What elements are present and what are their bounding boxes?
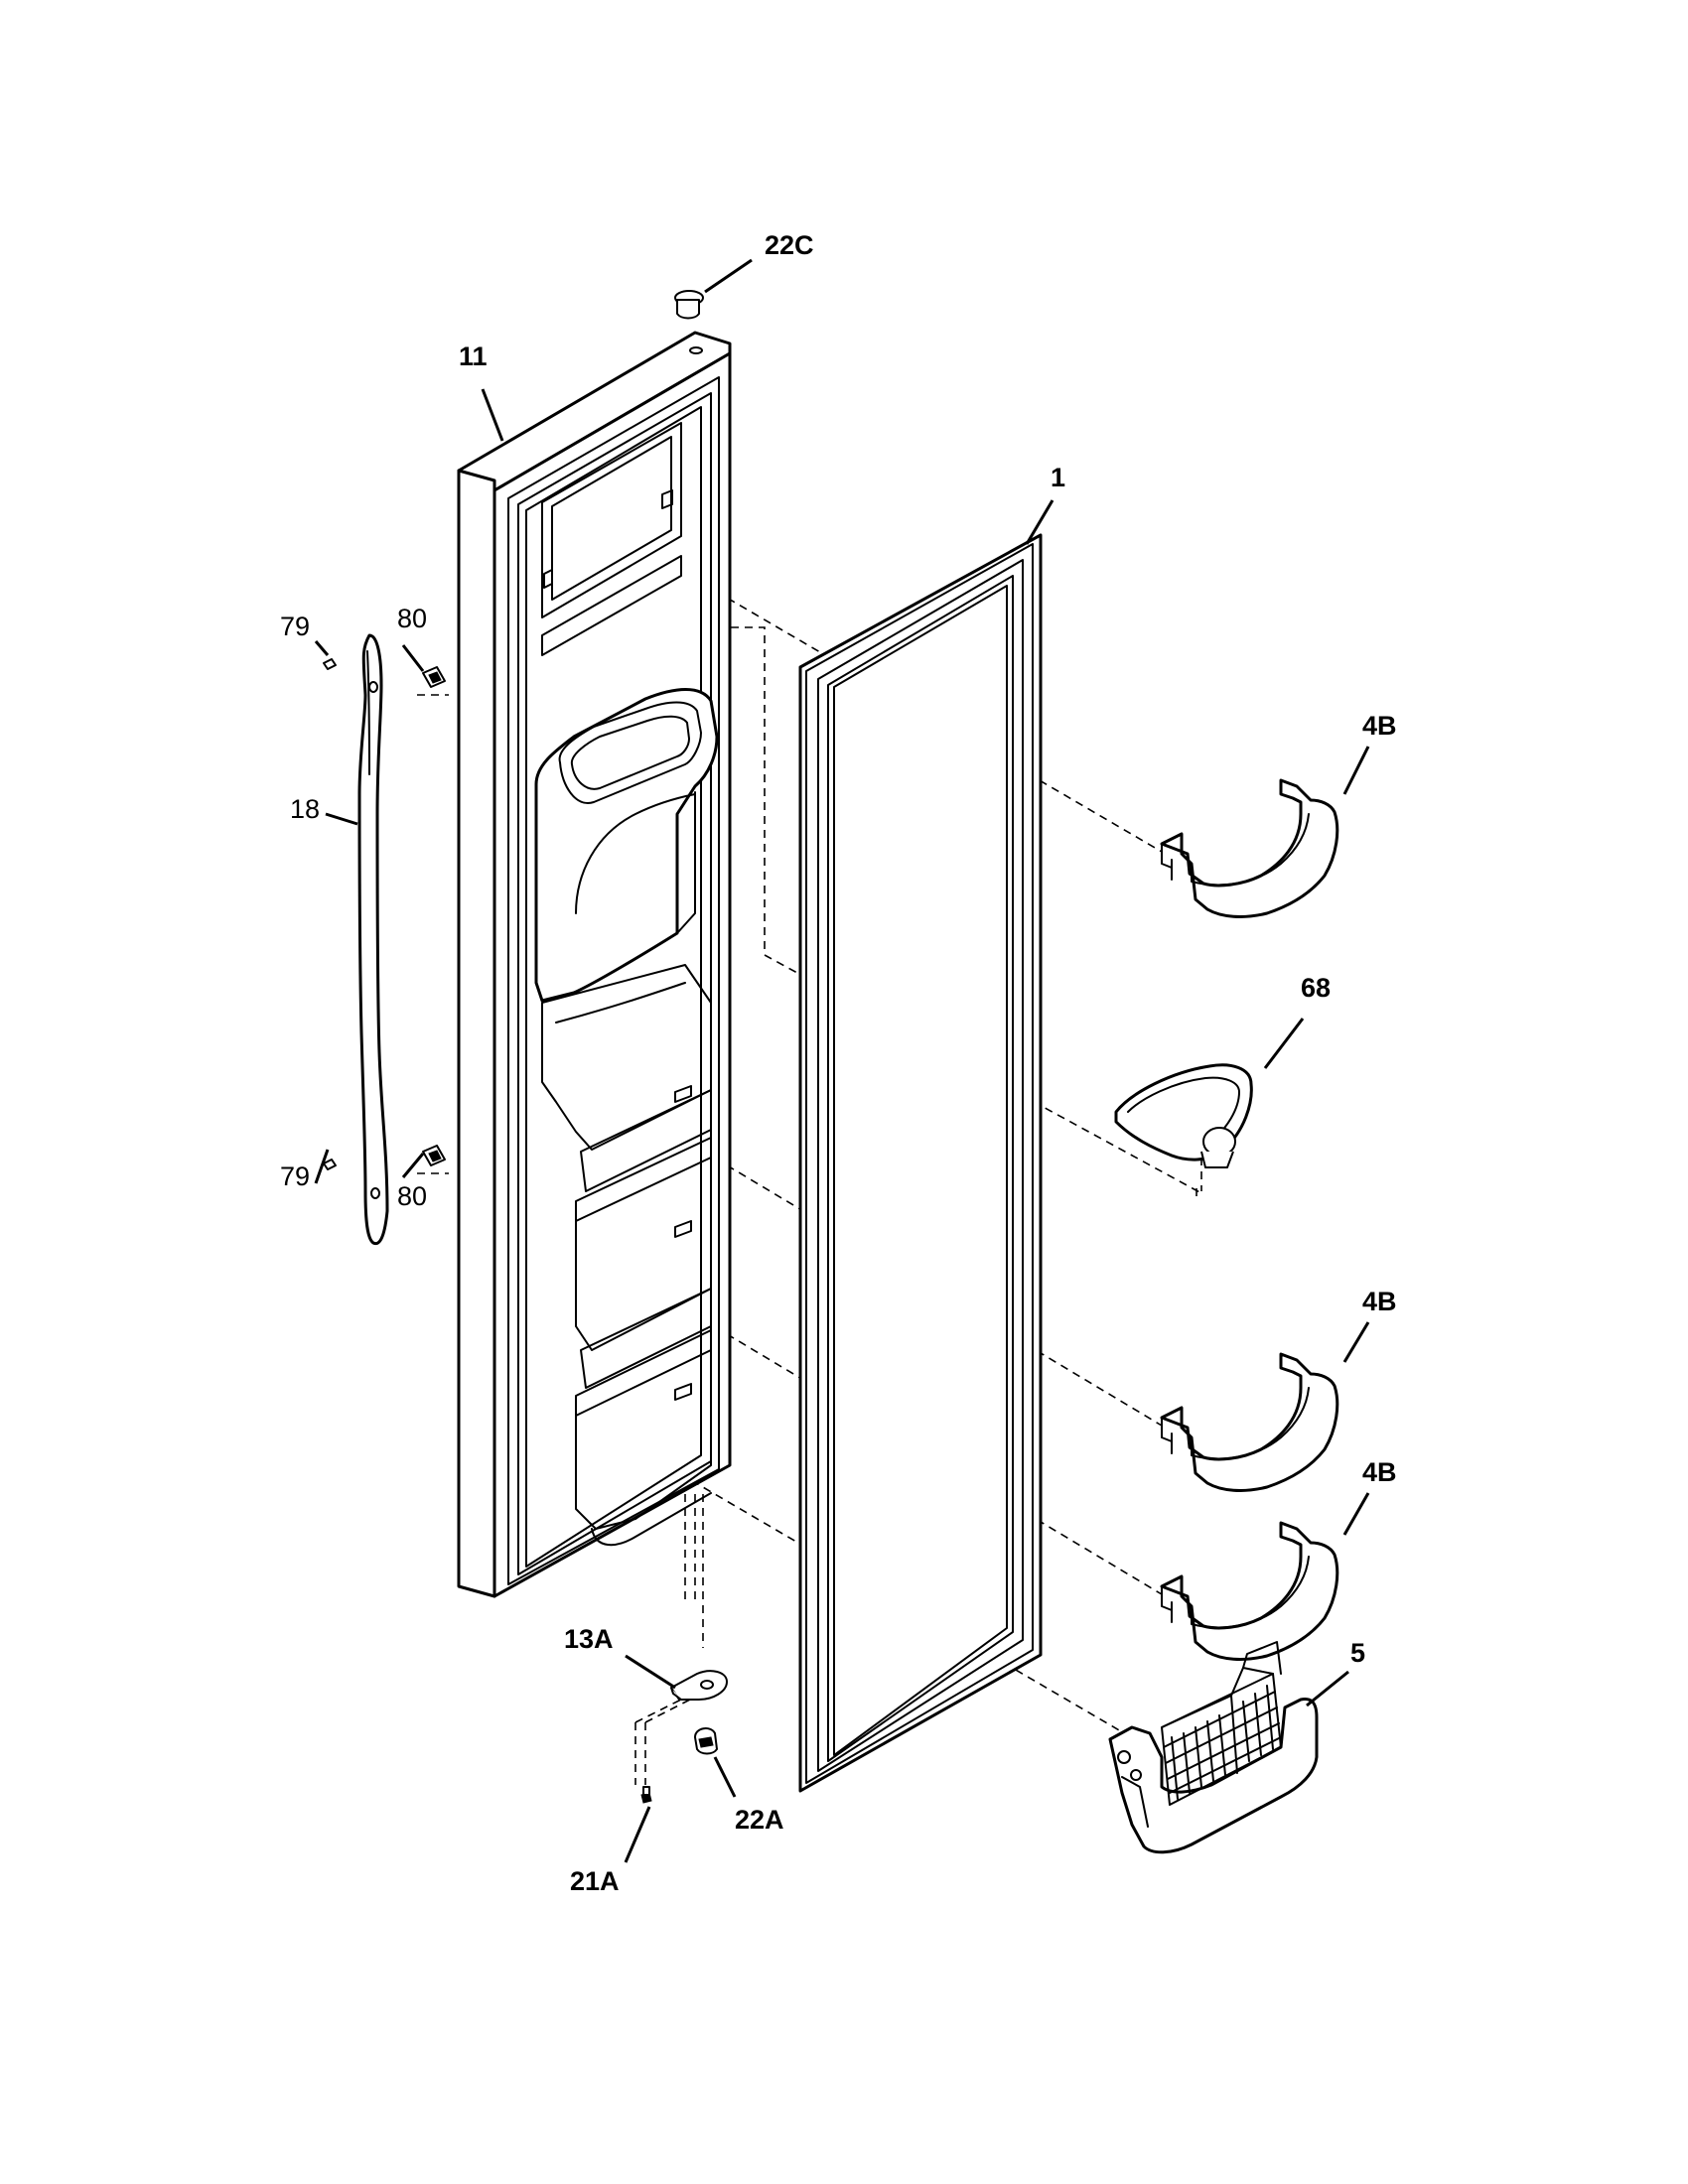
handle-screws (323, 658, 337, 1170)
basket-bin (1108, 1641, 1319, 1854)
callout-68: 68 (1301, 973, 1331, 1003)
callout-13a: 13A (564, 1624, 614, 1654)
callout-21a: 21A (570, 1866, 620, 1896)
callout-5: 5 (1350, 1638, 1365, 1668)
door-handle (357, 633, 389, 1246)
top-hinge-bushing (674, 290, 704, 320)
lower-hinge-bracket (670, 1670, 728, 1701)
leader-lines (314, 258, 1370, 1863)
callout-4b-middle: 4B (1362, 1287, 1397, 1316)
dispenser-cup (1114, 1063, 1253, 1168)
callout-18: 18 (290, 794, 320, 824)
handle-studs (422, 666, 446, 1166)
callout-4b-top: 4B (1362, 711, 1397, 741)
callout-1: 1 (1051, 463, 1065, 492)
callout-labels: 22C 11 1 79 80 18 79 80 4B 68 4B 4B 5 13… (280, 230, 1397, 1896)
callout-22c: 22C (765, 230, 814, 260)
door-gasket (798, 533, 1043, 1793)
callout-22a: 22A (735, 1805, 784, 1835)
callout-4b-lower: 4B (1362, 1457, 1397, 1487)
callout-80-lower: 80 (397, 1181, 427, 1211)
callout-79-lower: 79 (280, 1161, 310, 1191)
door-bin-middle (1160, 1352, 1339, 1492)
lower-hinge-bushing (694, 1727, 718, 1755)
callout-79-upper: 79 (280, 612, 310, 641)
door-panel (457, 331, 732, 1598)
callout-80-upper: 80 (397, 604, 427, 633)
hinge-screw (640, 1786, 652, 1804)
callout-11: 11 (459, 341, 488, 371)
door-bin-lower (1160, 1521, 1339, 1661)
door-bin-top (1160, 778, 1339, 918)
